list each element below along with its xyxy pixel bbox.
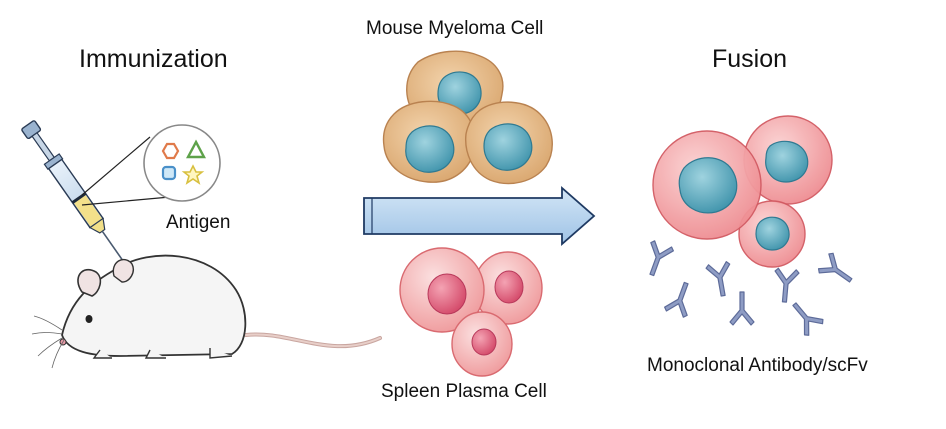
- antibody-icon: [792, 302, 824, 336]
- plasma-cell: [473, 251, 543, 325]
- mouse-icon: [31, 254, 382, 369]
- triangle-antigen-icon: [186, 139, 206, 159]
- syringe-icon: [21, 120, 136, 278]
- hexagon-antigen-icon: [161, 142, 180, 160]
- antibody-group: [649, 240, 853, 336]
- hybridoma-cell: [652, 130, 762, 240]
- plasma-cell: [399, 247, 485, 333]
- antibody-icon: [774, 267, 800, 303]
- star-antigen-icon: [181, 164, 205, 185]
- myeloma-label: Mouse Myeloma Cell: [366, 18, 544, 39]
- antibody-icon: [664, 281, 689, 318]
- antibody-icon: [649, 240, 674, 277]
- hybridoma-cell: [738, 200, 806, 268]
- antigen-magnifier: [81, 124, 221, 206]
- plasma-label: Spleen Plasma Cell: [381, 381, 547, 402]
- antibody-label: Monoclonal Antibody/scFv: [647, 355, 868, 376]
- antibody-icon: [817, 252, 853, 283]
- hybridoma-cell-cluster: [652, 115, 833, 268]
- myeloma-cell: [382, 100, 476, 183]
- antigen-label: Antigen: [166, 212, 231, 233]
- myeloma-cell: [465, 101, 553, 185]
- fusion-label: Fusion: [712, 45, 788, 73]
- antibody-icon: [705, 261, 731, 297]
- plasma-cell-cluster: [399, 247, 543, 377]
- antibody-icon: [729, 291, 755, 326]
- plasma-cell: [451, 311, 513, 377]
- square-antigen-icon: [161, 165, 177, 181]
- hybridoma-cell: [743, 115, 833, 205]
- process-arrow: [363, 186, 596, 246]
- myeloma-cell-cluster: [382, 50, 553, 185]
- immunization-label: Immunization: [79, 45, 228, 73]
